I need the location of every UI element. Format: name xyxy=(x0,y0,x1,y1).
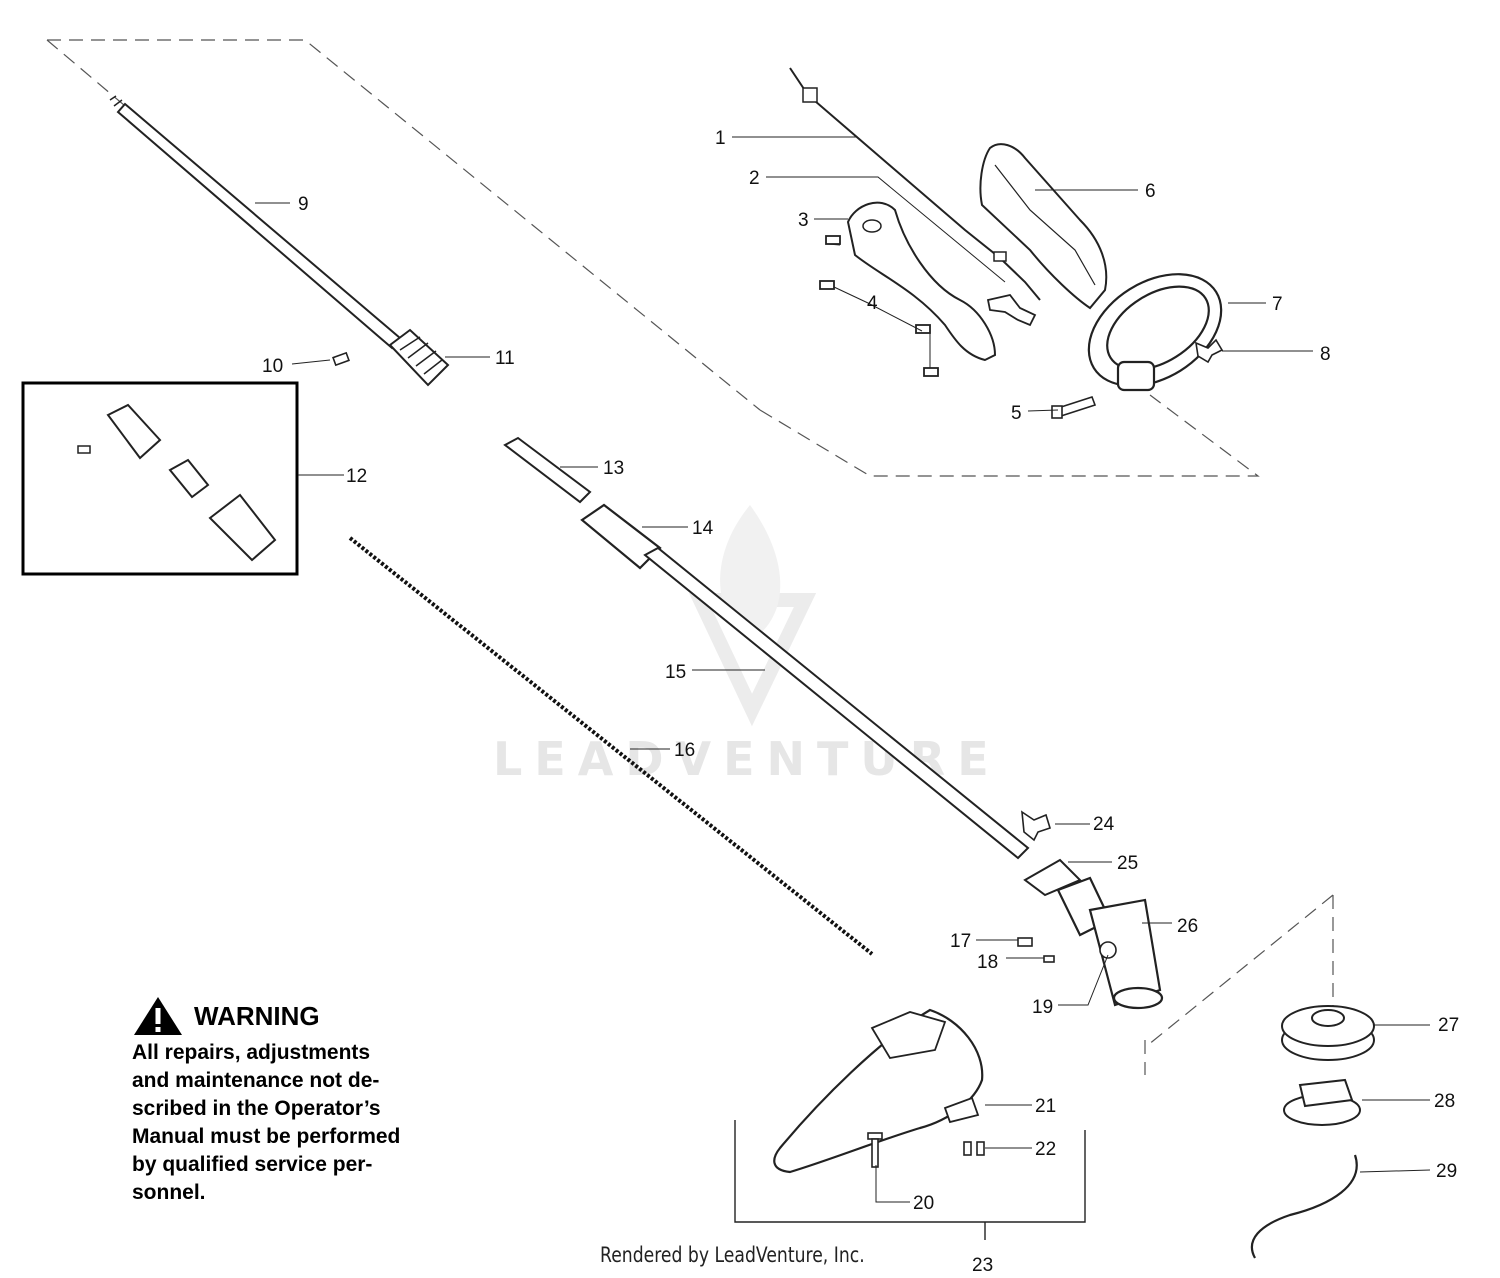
warning-line: by qualified service per- xyxy=(132,1153,373,1176)
callout-22: 22 xyxy=(1035,1139,1056,1160)
warning-line: and maintenance not de- xyxy=(132,1069,380,1092)
callout-5: 5 xyxy=(1011,403,1022,424)
handle-half-left xyxy=(846,201,997,362)
callout-24: 24 xyxy=(1093,814,1115,835)
handle-half-right-detail xyxy=(994,164,1096,286)
callout-21: 21 xyxy=(1035,1096,1056,1117)
handle-half-left-hole xyxy=(862,219,882,233)
deflector-assembly-bracket xyxy=(734,1120,1086,1240)
callout-25: 25 xyxy=(1117,853,1138,874)
coupler-screw xyxy=(332,351,350,367)
trimmer-line xyxy=(1250,1154,1358,1259)
warning-line: sonnel. xyxy=(132,1181,206,1204)
coupler xyxy=(388,328,450,387)
throttle-trigger xyxy=(986,293,1037,327)
callout-leaders xyxy=(255,136,1431,1203)
callout-18: 18 xyxy=(977,952,998,973)
gearhead-plug xyxy=(1099,941,1117,959)
wing-nut-deflector xyxy=(1021,810,1051,842)
callout-23: 23 xyxy=(972,1255,993,1276)
warning-body: All repairs, adjustments and maintenance… xyxy=(132,1039,454,1207)
callout-16: 16 xyxy=(674,740,695,761)
blade-screws xyxy=(963,1141,985,1156)
upper-shaft xyxy=(109,95,402,350)
gearhead-screw-17 xyxy=(1017,937,1033,947)
shaft-sleeve xyxy=(503,436,592,504)
throttle-cable xyxy=(789,67,1041,301)
callout-28: 28 xyxy=(1434,1091,1455,1112)
gearhead-screw-18 xyxy=(1043,955,1055,963)
trimmer-head-cover xyxy=(1281,1005,1375,1061)
drive-cable xyxy=(348,536,874,956)
warning-title: WARNING xyxy=(194,1000,320,1031)
callout-14: 14 xyxy=(692,518,714,539)
deflector-shield xyxy=(773,1008,984,1174)
gearhead xyxy=(1056,876,1164,1010)
callout-26: 26 xyxy=(1177,916,1198,937)
line-cutter-blade xyxy=(943,1096,980,1124)
handle-bolt xyxy=(1051,396,1097,419)
loop-handle xyxy=(1087,273,1223,392)
callout-4: 4 xyxy=(867,293,878,314)
watermark: LEADVENTURE xyxy=(493,505,989,786)
callout-29: 29 xyxy=(1436,1161,1457,1182)
wing-nut-handle xyxy=(1194,338,1224,364)
callout-12: 12 xyxy=(346,466,367,487)
callout-3: 3 xyxy=(798,210,809,231)
warning-triangle-icon xyxy=(134,997,182,1035)
callout-numbers: 1 2 3 4 5 6 7 8 9 10 11 12 13 14 15 16 1… xyxy=(262,128,1459,1276)
coupler-kit-box xyxy=(21,381,299,576)
deflector-bracket xyxy=(1023,858,1082,897)
callout-15: 15 xyxy=(665,662,686,683)
callout-6: 6 xyxy=(1145,181,1156,202)
callout-9: 9 xyxy=(298,194,309,215)
warning-header: WARNING xyxy=(132,995,454,1037)
callout-11: 11 xyxy=(495,348,515,369)
warning-line: Manual must be performed xyxy=(132,1125,401,1148)
callout-17: 17 xyxy=(950,931,971,952)
deflector-screw xyxy=(867,1132,883,1168)
trimmer-head-spool xyxy=(1283,1078,1361,1126)
warning-line: All repairs, adjustments xyxy=(132,1041,371,1064)
handle-half-right xyxy=(979,143,1108,310)
callout-10: 10 xyxy=(262,356,283,377)
callout-20: 20 xyxy=(913,1193,934,1214)
footer-credit: Rendered by LeadVenture, Inc. xyxy=(600,1243,865,1267)
callout-19: 19 xyxy=(1032,997,1053,1018)
callout-8: 8 xyxy=(1320,344,1331,365)
lower-shaft xyxy=(643,546,1030,860)
warning-line: scribed in the Operator’s xyxy=(132,1097,381,1120)
callout-27: 27 xyxy=(1438,1015,1459,1036)
callout-13: 13 xyxy=(603,458,624,479)
callout-2: 2 xyxy=(749,168,760,189)
callout-7: 7 xyxy=(1272,294,1283,315)
shaft-collar xyxy=(580,503,662,570)
warning-notice: WARNING All repairs, adjustments and mai… xyxy=(132,995,454,1207)
callout-1: 1 xyxy=(715,128,726,149)
